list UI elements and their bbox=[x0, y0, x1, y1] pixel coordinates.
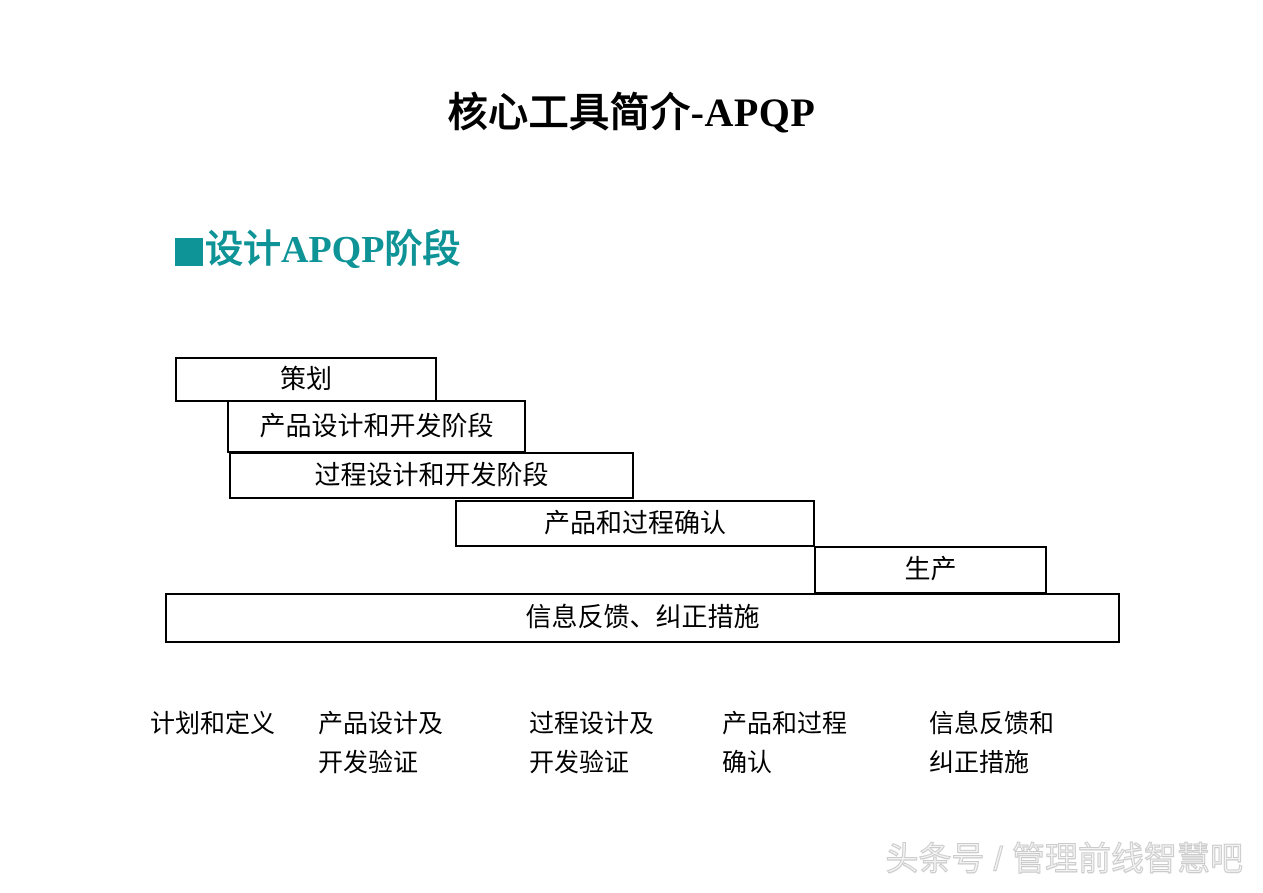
phase-box-product-process-validation: 产品和过程确认 bbox=[455, 500, 815, 547]
caption-product-process-validation: 产品和过程 确认 bbox=[722, 711, 848, 777]
phase-box-label: 过程设计和开发阶段 bbox=[314, 460, 549, 490]
watermark: 头条号 / 管理前线智慧吧 bbox=[885, 840, 1244, 878]
phase-box-production: 生产 bbox=[814, 546, 1047, 594]
section-heading: 设计APQP阶段 bbox=[175, 228, 460, 272]
caption-feedback-corrective-action: 信息反馈和 纠正措施 bbox=[929, 711, 1055, 777]
phase-box-product-design: 产品设计和开发阶段 bbox=[227, 400, 526, 453]
caption-product-design-verification: 产品设计及 开发验证 bbox=[318, 711, 444, 777]
page-title: 核心工具简介-APQP bbox=[447, 90, 816, 135]
phase-box-planning: 策划 bbox=[175, 357, 437, 402]
phase-box-label: 信息反馈、纠正措施 bbox=[525, 603, 760, 632]
caption-plan-and-define: 计划和定义 bbox=[150, 711, 276, 738]
phase-box-feedback-corrective-action: 信息反馈、纠正措施 bbox=[165, 593, 1120, 643]
phase-box-label: 产品和过程确认 bbox=[543, 508, 726, 538]
phase-box-process-design: 过程设计和开发阶段 bbox=[229, 452, 634, 499]
caption-process-design-verification: 过程设计及 开发验证 bbox=[529, 711, 655, 777]
phase-box-label: 产品设计和开发阶段 bbox=[259, 411, 494, 441]
caption-row: 计划和定义 产品设计及 开发验证 过程设计及 开发验证 产品和过程 确认 信息反… bbox=[0, 705, 1263, 795]
section-heading-label: 设计APQP阶段 bbox=[205, 229, 461, 271]
phase-box-label: 策划 bbox=[279, 364, 332, 394]
square-bullet-icon bbox=[175, 238, 203, 266]
phase-box-label: 生产 bbox=[904, 555, 957, 584]
